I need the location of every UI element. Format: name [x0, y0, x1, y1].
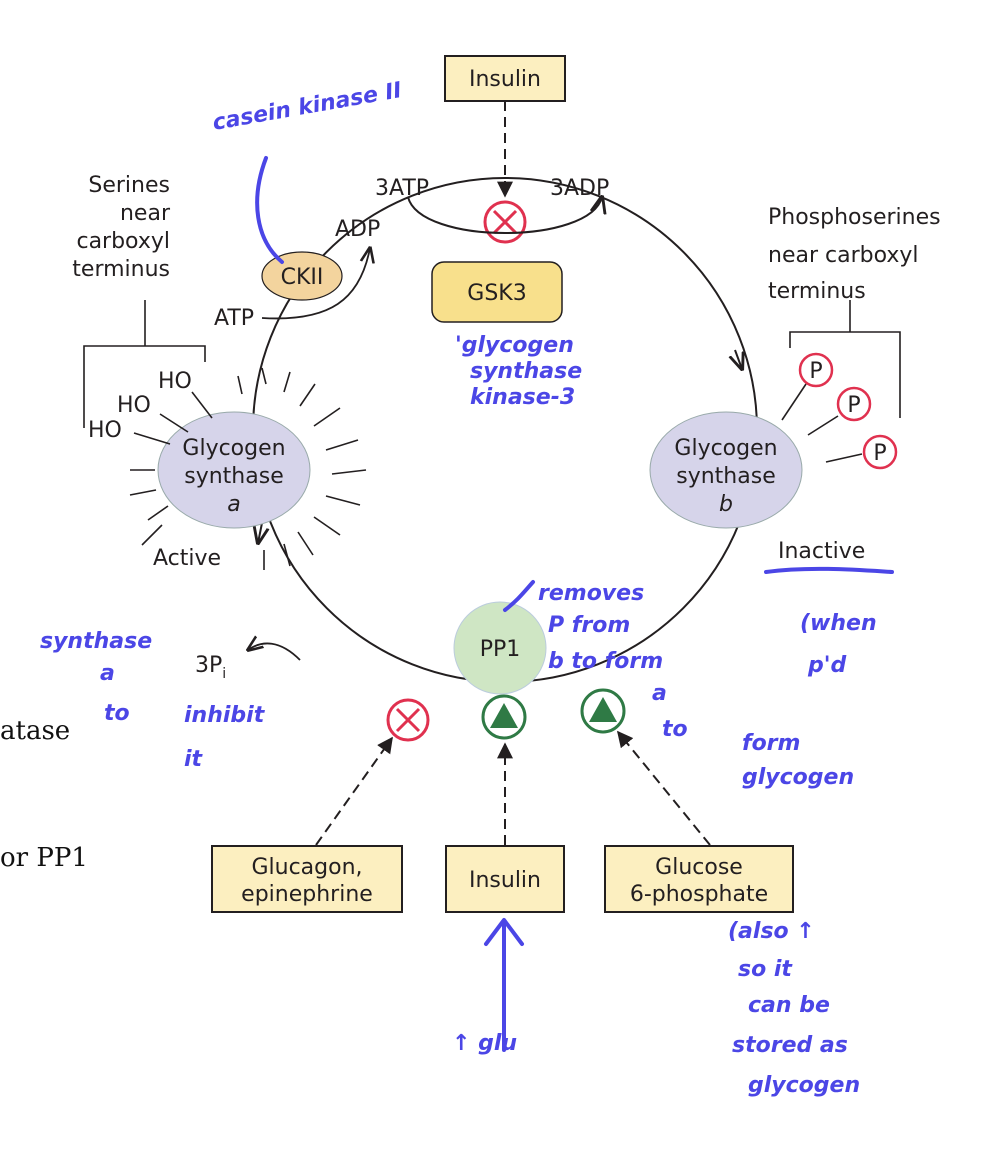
cycle-arrow-right: [735, 349, 742, 369]
serines-line2: near: [120, 201, 171, 226]
phosphoserines-line3: terminus: [768, 279, 866, 304]
note-also-3: can be: [748, 993, 830, 1018]
svg-text:P: P: [873, 441, 886, 466]
background-fragment-2: or PP1: [0, 843, 88, 873]
phosphoserines-line2: near carboxyl: [768, 243, 919, 268]
serines-bracket: [83, 300, 206, 428]
serines-line1: Serines: [88, 173, 170, 198]
active-label: Active: [153, 546, 221, 571]
glycogen-synthase-b: Glycogen synthase b: [649, 411, 803, 529]
note-removes-4: a: [652, 681, 667, 706]
synthase-a-line1: Glycogen: [182, 436, 285, 461]
note-removes-2: P from: [548, 613, 630, 638]
synthase-a-line2: synthase: [184, 464, 283, 489]
pp1-label: PP1: [480, 637, 521, 662]
note-form-glycogen-2: glycogen: [742, 765, 854, 790]
note-also-4: stored as: [732, 1033, 848, 1058]
note-synthase-inhibit-1: synthase: [40, 629, 152, 654]
note-synthase-inhibit-3: to: [104, 701, 130, 726]
g6p-box: Glucose 6-phosphate: [604, 845, 794, 913]
phosphate-circle-icon: P: [798, 352, 834, 388]
atp-label: ATP: [214, 306, 254, 331]
atp-adp-arc: [407, 197, 602, 234]
note-removes-pointer: [503, 580, 535, 612]
note-when-pd-1: (when: [800, 611, 877, 636]
note-form-glycogen-1: form: [742, 731, 800, 756]
serines-line4: terminus: [72, 257, 170, 282]
ckii-label: CKII: [281, 265, 324, 290]
glucagon-label-2: epinephrine: [241, 882, 373, 907]
note-synthase-inhibit-5: it: [184, 747, 204, 772]
synthase-b-form: b: [719, 492, 733, 517]
inhibit-circle-x-icon: [386, 698, 430, 742]
note-insulin-up-arrow: [484, 918, 524, 1052]
phosphoserines-bracket: [789, 300, 901, 418]
phospho-bonds: [781, 383, 863, 463]
note-synthase-inhibit-4: inhibit: [184, 703, 266, 728]
g6p-label-1: Glucose: [655, 855, 743, 880]
cycle-arrow-left: [258, 522, 262, 543]
gsk3-enzyme: GSK3: [431, 261, 563, 323]
pp1-enzyme: PP1: [453, 601, 547, 695]
background-fragment-1: atase: [0, 716, 70, 746]
note-gsk3-2: synthase: [470, 359, 582, 384]
note-gsk3-1: 'glycogen: [455, 333, 574, 358]
g6p-label-2: 6-phosphate: [630, 882, 768, 907]
note-removes-5: to: [662, 717, 688, 742]
activate-circle-triangle-icon: [481, 694, 527, 740]
note-casein-kinase: casein kinase II: [211, 78, 404, 136]
ckii-enzyme: CKII: [261, 251, 343, 301]
glycogen-synthase-a: Glycogen synthase a: [157, 411, 311, 529]
note-glu: ↑ glu: [452, 1031, 517, 1056]
adp-label: ADP: [335, 217, 380, 242]
activate-circle-triangle-icon: [580, 688, 626, 734]
ho-label-2: HO: [117, 393, 151, 418]
ckii-atp-adp-arrow: [261, 248, 370, 320]
svg-text:P: P: [847, 393, 860, 418]
activity-rays: [129, 367, 367, 570]
pi-label: 3Pi: [195, 653, 226, 682]
note-removes-3: b to form: [548, 649, 663, 674]
g6p-dashed-arrow: [616, 730, 711, 846]
insulin-bottom-label: Insulin: [469, 868, 541, 893]
synthase-a-form: a: [227, 492, 240, 517]
note-when-pd-2: p'd: [807, 653, 846, 678]
serines-line3: carboxyl: [76, 229, 170, 254]
ho-label-3: HO: [88, 418, 122, 443]
note-gsk3-3: kinase-3: [470, 385, 575, 410]
insulin-bottom-box: Insulin: [445, 845, 565, 913]
synthase-b-line2: synthase: [676, 464, 775, 489]
adp3-label: 3ADP: [550, 176, 609, 201]
glucagon-dashed-arrow: [315, 736, 393, 846]
insulin-top-box: Insulin: [444, 55, 566, 102]
synthase-b-line1: Glycogen: [674, 436, 777, 461]
atp3-label: 3ATP: [375, 176, 429, 201]
glucagon-box: Glucagon, epinephrine: [211, 845, 403, 913]
note-casein-pointer: [255, 156, 284, 264]
note-removes-1: removes: [538, 581, 644, 606]
phosphate-circle-icon: P: [862, 434, 898, 470]
glucagon-label-1: Glucagon,: [251, 855, 362, 880]
phosphate-circle-icon: P: [836, 386, 872, 422]
note-inactive-underline: [764, 566, 894, 574]
insulin-top-label: Insulin: [469, 67, 541, 92]
inactive-label: Inactive: [778, 539, 865, 564]
svg-text:P: P: [809, 359, 822, 384]
gsk3-label: GSK3: [467, 281, 526, 306]
note-also-2: so it: [738, 957, 793, 982]
ho-bonds: [133, 391, 213, 445]
note-synthase-inhibit-2: a: [100, 661, 115, 686]
phosphoserines-line1: Phosphoserines: [768, 205, 941, 230]
pi-release-arrow: [248, 643, 301, 661]
note-also-5: glycogen: [748, 1073, 860, 1098]
note-also-1: (also ↑: [728, 919, 815, 944]
ho-label-1: HO: [158, 369, 192, 394]
inhibit-circle-x-icon: [483, 200, 527, 244]
